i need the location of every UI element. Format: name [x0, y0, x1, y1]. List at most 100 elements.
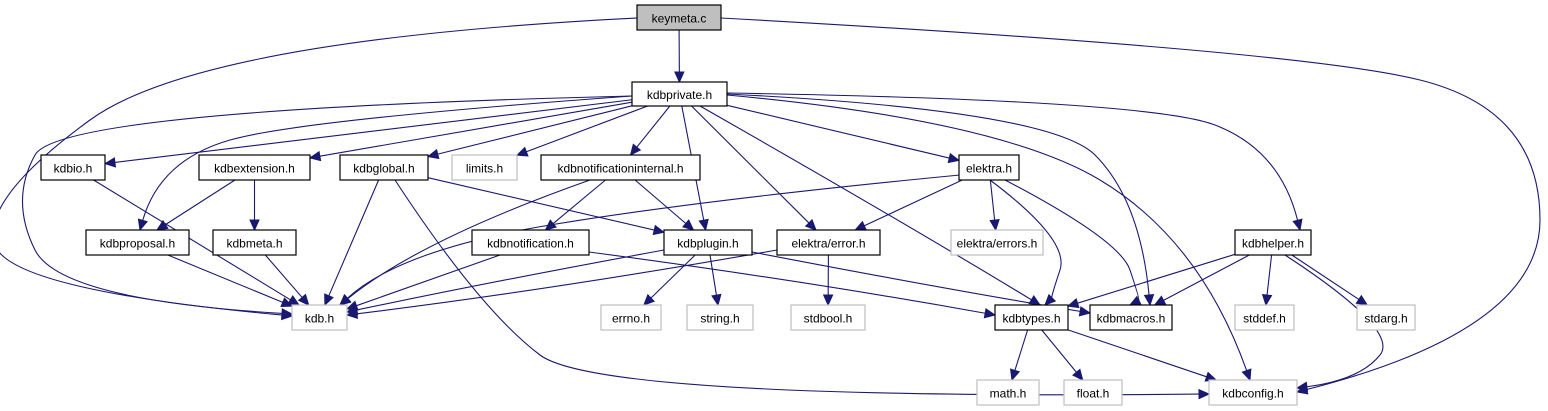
node-box: [1063, 379, 1123, 406]
node-label: kdbproposal.h: [100, 237, 175, 251]
edge-kdbprivate-h-to-kdbhelper-h: [726, 92, 1303, 232]
edge-line: [989, 179, 1062, 299]
edge-elektra-h-to-elektra-errors-h: [989, 179, 1000, 232]
node-kdbextension-h[interactable]: kdbextension.h: [198, 154, 311, 181]
edge-line: [328, 179, 380, 297]
edge-kdbprivate-h-to-kdb-h: [22, 95, 633, 319]
node-box[interactable]: [40, 154, 106, 181]
node-label: kdbmacros.h: [1097, 312, 1166, 326]
node-label: elektra/errors.h: [957, 237, 1038, 251]
node-box[interactable]: [776, 229, 881, 256]
node-box[interactable]: [631, 81, 728, 107]
node-float-h: float.h: [1063, 379, 1123, 406]
edge-line: [1163, 254, 1250, 301]
edge-elektra-error-h-to-kdb-h: [345, 249, 778, 319]
node-box: [600, 304, 662, 331]
node-box[interactable]: [994, 304, 1069, 331]
arrowhead-icon: [308, 150, 322, 162]
edge-line: [22, 95, 633, 314]
node-box[interactable]: [212, 229, 297, 256]
node-box: [950, 229, 1044, 256]
node-kdbhelper-h[interactable]: kdbhelper.h: [1234, 229, 1312, 256]
edge-line: [319, 101, 633, 157]
node-label: math.h: [990, 387, 1027, 401]
node-kdbmeta-h[interactable]: kdbmeta.h: [212, 229, 297, 256]
edge-line: [427, 177, 655, 231]
node-kdbglobal-h[interactable]: kdbglobal.h: [339, 154, 429, 181]
node-kdbtypes-h[interactable]: kdbtypes.h: [994, 304, 1069, 331]
node-box[interactable]: [198, 154, 311, 181]
arrowhead-icon: [324, 293, 334, 307]
edge-kdbprivate-h-to-kdbglobal-h: [426, 105, 633, 160]
edge-line: [699, 105, 1032, 301]
node-stdarg-h: stdarg.h: [1356, 304, 1416, 331]
node-box[interactable]: [540, 154, 701, 181]
edge-line: [726, 93, 1150, 296]
node-label: stddef.h: [1243, 312, 1286, 326]
edge-kdbproposal-h-to-kdb-h: [167, 254, 294, 308]
arrowhead-icon: [345, 308, 359, 319]
edge-line: [1004, 179, 1140, 302]
arrowhead-icon: [1128, 295, 1142, 306]
edge-keymeta-c-to-kdbprivate-h: [674, 29, 685, 84]
node-stdbool-h: stdbool.h: [790, 304, 866, 331]
node-box: [976, 379, 1040, 406]
node-box[interactable]: [1234, 229, 1312, 256]
node-box[interactable]: [471, 229, 590, 256]
node-kdbnotificationinternal-h[interactable]: kdbnotificationinternal.h: [540, 154, 701, 181]
node-label: kdbhelper.h: [1242, 237, 1304, 251]
node-kdbplugin-h[interactable]: kdbplugin.h: [663, 229, 753, 256]
node-box: [1208, 379, 1298, 406]
node-kdbproposal-h[interactable]: kdbproposal.h: [85, 229, 190, 256]
node-elektra-error-h[interactable]: elektra/error.h: [776, 229, 881, 256]
edge-line: [356, 249, 778, 315]
node-kdbio-h[interactable]: kdbio.h: [40, 154, 106, 181]
node-box: [1356, 304, 1416, 331]
node-limits-h: limits.h: [451, 154, 518, 181]
edge-kdbhelper-h-to-kdbtypes-h: [1066, 253, 1236, 309]
edge-line: [356, 254, 501, 307]
node-label: kdbnotification.h: [487, 237, 574, 251]
node-box[interactable]: [339, 154, 429, 181]
node-kdbnotification-h[interactable]: kdbnotification.h: [471, 229, 590, 256]
edge-line: [114, 99, 633, 163]
arrowhead-icon: [989, 218, 1000, 232]
node-label: kdbextension.h: [214, 162, 295, 176]
arrowhead-icon: [1066, 298, 1080, 309]
node-box[interactable]: [1089, 304, 1173, 331]
arrowhead-icon: [1044, 293, 1057, 306]
edge-kdbprivate-h-to-kdbextension-h: [308, 101, 633, 162]
edge-line: [167, 254, 283, 303]
edge-line: [1067, 329, 1207, 378]
edge-kdbglobal-h-to-kdbconfig-h: [394, 179, 1211, 400]
edge-kdbprivate-h-to-kdbmacros-h: [726, 93, 1155, 307]
node-box[interactable]: [85, 229, 190, 256]
edge-kdbplugin-h-to-errno-h: [642, 254, 696, 306]
edge-kdbglobal-h-to-kdb-h: [324, 179, 380, 307]
node-label: kdbplugin.h: [677, 237, 738, 251]
edge-line: [1014, 329, 1029, 371]
edge-kdbprivate-h-to-kdbconfig-h: [726, 94, 1252, 382]
node-box[interactable]: [636, 4, 722, 31]
node-string-h: string.h: [686, 304, 754, 331]
edge-line: [636, 105, 671, 148]
node-label: limits.h: [466, 162, 503, 176]
edge-line: [356, 249, 665, 311]
arrowhead-icon: [1355, 294, 1369, 306]
node-box[interactable]: [958, 154, 1020, 181]
node-kdbprivate-h[interactable]: kdbprivate.h: [631, 81, 728, 107]
node-elektra-h[interactable]: elektra.h: [958, 154, 1020, 181]
edge-kdbglobal-h-to-kdbplugin-h: [427, 177, 666, 236]
node-kdbmacros-h[interactable]: kdbmacros.h: [1089, 304, 1173, 331]
node-kdb-h: kdb.h: [291, 304, 348, 331]
edge-kdbtypes-h-to-float-h: [1041, 329, 1084, 381]
node-box[interactable]: [663, 229, 753, 256]
edge-kdbprivate-h-to-elektra-h: [726, 104, 961, 164]
edge-elektra-h-to-kdbtypes-h: [989, 179, 1062, 306]
arrowhead-icon: [297, 293, 310, 306]
node-box: [451, 154, 518, 181]
node-box: [1234, 304, 1295, 331]
node-label: elektra/error.h: [791, 237, 865, 251]
node-keymeta-c[interactable]: keymeta.c: [636, 4, 722, 31]
node-label: kdbconfig.h: [1222, 387, 1283, 401]
